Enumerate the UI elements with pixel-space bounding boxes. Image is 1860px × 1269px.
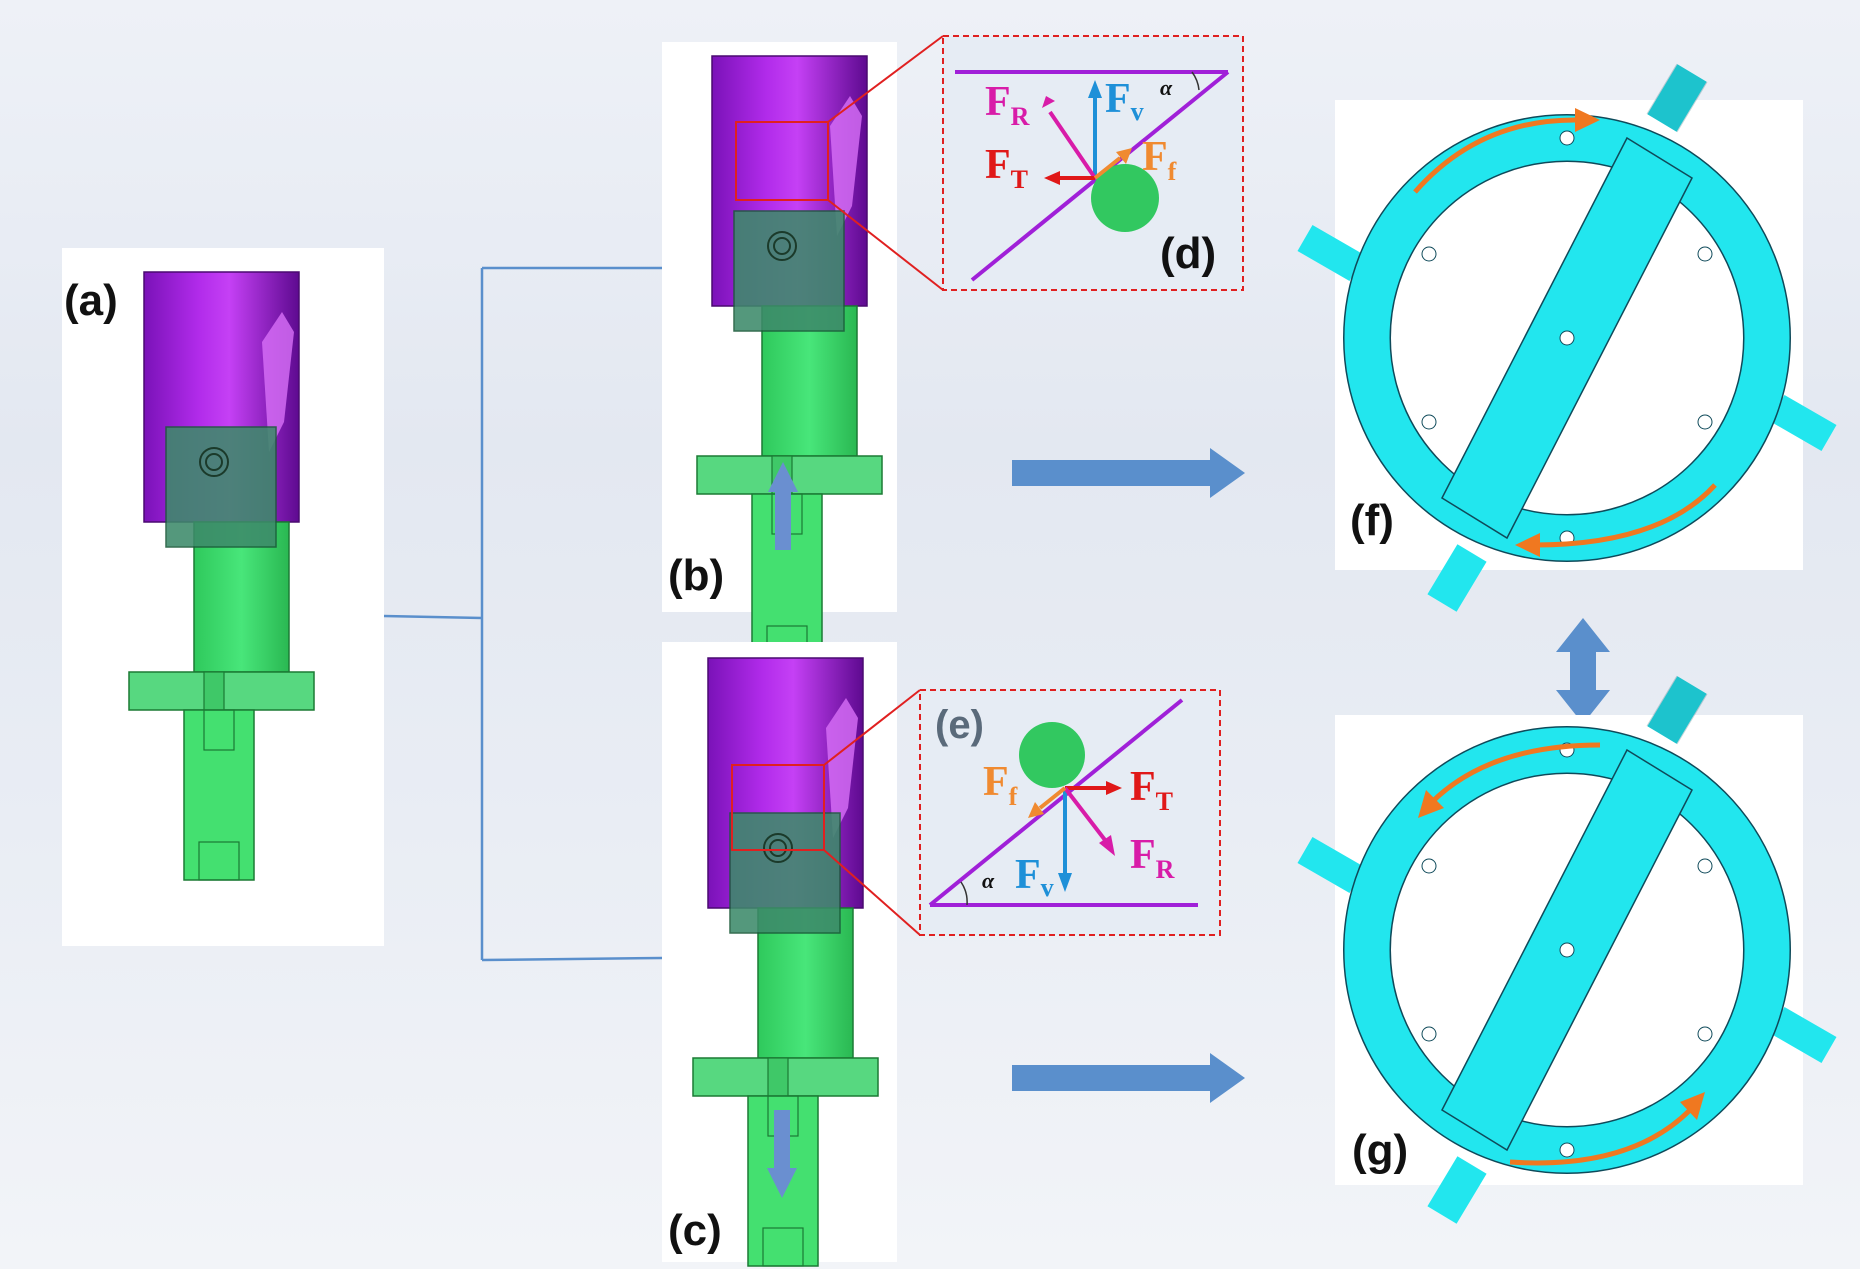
panel-f-label: (f) [1350,496,1394,545]
ball-d [1091,164,1159,232]
zoom-box-b [735,121,829,201]
rotation-arrow-g-top [1430,742,1601,804]
force-label-T-d: FT [985,142,1028,194]
incline-e [928,698,1184,907]
up-arrow-icon [768,462,798,550]
force-diagram-d: FR Fv α FT Ff (d) [942,35,1244,291]
force-label-T-e: FT [1130,764,1173,816]
force-label-V-e: Fv [1015,852,1054,902]
rotation-arrow-f-bottom [1534,483,1717,548]
zoom-box-c [731,764,825,851]
ball-e [1019,722,1085,788]
force-label-V-d: Fv [1105,76,1144,126]
zoom-line-c-top [823,689,921,766]
force-label-f-e: Ff [983,759,1018,811]
zoom-line-b-bottom [827,199,944,291]
arrow-right-icon-bottom [1012,1053,1245,1103]
panel-e-label: (e) [935,703,984,747]
force-label-R-e: FR [1130,832,1175,884]
angle-label-d: α [1160,75,1173,100]
arrow-right-icon-top [1012,448,1245,498]
zoom-line-b-top [827,35,944,123]
double-arrow-icon [1556,618,1610,724]
force-label-f-d: Ff [1142,134,1177,186]
rotation-arrow-f-top [1413,117,1581,194]
zoom-line-c-bottom [823,849,921,936]
connector-bracket [383,266,663,962]
force-diagram-e: (e) Ff FT FR Fv α [919,689,1221,936]
panel-b-label: (b) [668,551,724,600]
angle-label-e: α [982,868,995,893]
rotation-arrow-g-bottom [1509,1108,1692,1166]
panel-c-label: (c) [668,1206,722,1255]
panel-g-label: (g) [1352,1126,1408,1175]
panel-a-label: (a) [64,276,118,325]
panel-d-label: (d) [1160,229,1216,278]
down-arrow-icon [767,1110,797,1198]
force-label-R-d: FR [985,79,1030,131]
